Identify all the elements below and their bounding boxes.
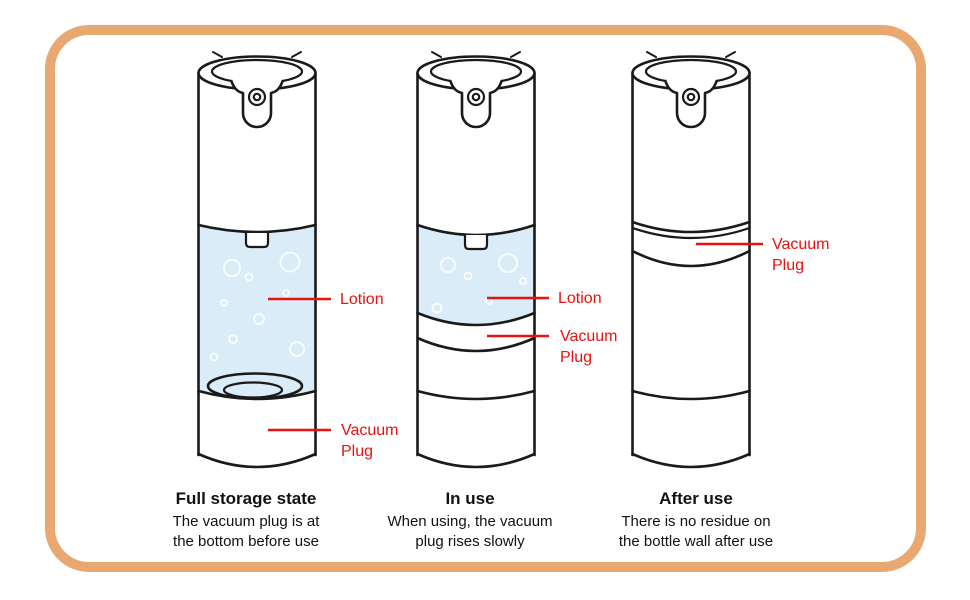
- bottle-full-storage-illustration: [197, 51, 331, 469]
- pump-orifice-inner: [471, 92, 481, 102]
- rim-notch-right: [725, 51, 736, 58]
- label-vacuum-plug-panel1: Vacuum Plug: [341, 422, 399, 460]
- rim-inner-ellipse: [210, 58, 304, 85]
- rim-notch-left: [431, 51, 442, 58]
- vacuum-plug-bottom-line: [416, 336, 536, 353]
- vacuum-plug-lip-line: [631, 226, 751, 240]
- bubble: [498, 253, 518, 273]
- caption-title: After use: [659, 489, 733, 508]
- bottle-after-use-illustration: [631, 51, 763, 469]
- bottle-in-use-illustration: [416, 51, 549, 469]
- vacuum-plug-top-line: [631, 220, 751, 234]
- label-vacuum-plug-panel2: Vacuum Plug: [560, 328, 618, 366]
- lotion-fill: [198, 225, 316, 399]
- rim-notch-right: [510, 51, 521, 58]
- rim-notch-left: [646, 51, 657, 58]
- dip-tube-nub: [244, 233, 270, 249]
- bubble: [223, 259, 241, 277]
- bubble: [253, 313, 265, 325]
- bubble: [282, 289, 290, 297]
- bubble: [209, 352, 219, 362]
- label-lotion-panel2: Lotion: [558, 290, 602, 307]
- rim-notch-left: [212, 51, 223, 58]
- bubble: [228, 334, 238, 344]
- pump-orifice-inner: [252, 92, 262, 102]
- caption-full-storage: Full storage state The vacuum plug is at…: [131, 489, 361, 552]
- rim-inner-ellipse: [644, 58, 738, 85]
- caption-line: the bottom before use: [173, 533, 319, 550]
- rounded-border-frame: [45, 25, 926, 572]
- vacuum-plug-inner-ellipse: [222, 381, 284, 399]
- bottle-bottom-line: [631, 452, 751, 469]
- bubble: [440, 257, 456, 273]
- bubble: [244, 272, 254, 282]
- caption-line: plug rises slowly: [415, 533, 525, 550]
- label-vacuum-plug-panel3: Vacuum Plug: [772, 236, 830, 274]
- rim-notch-right: [291, 51, 302, 58]
- bubble: [431, 302, 443, 314]
- label-lotion-panel1: Lotion: [340, 291, 384, 308]
- caption-line: When using, the vacuum: [387, 513, 553, 530]
- dip-tube-nub: [463, 235, 489, 251]
- bubble: [220, 299, 228, 307]
- vacuum-plug-bottom-line: [631, 249, 751, 268]
- caption-title: In use: [445, 489, 495, 508]
- bottle-bottom-line: [197, 452, 317, 469]
- pump-orifice-inner: [686, 92, 696, 102]
- caption-title: Full storage state: [175, 489, 317, 508]
- rim-inner-ellipse: [429, 58, 523, 85]
- body-seam-line: [416, 389, 536, 401]
- body-seam-line: [631, 389, 751, 401]
- lotion-bottom-line: [416, 311, 536, 327]
- caption-line: the bottle wall after use: [618, 533, 774, 550]
- bottle-bottom-line: [416, 452, 536, 469]
- caption-line: There is no residue on: [621, 513, 771, 530]
- bubble: [463, 271, 473, 281]
- lotion-top-line: [197, 223, 317, 234]
- caption-in-use: In use When using, the vacuum plug rises…: [355, 489, 585, 552]
- caption-after-use: After use There is no residue on the bot…: [581, 489, 811, 552]
- lotion-fill: [417, 225, 535, 325]
- caption-line: The vacuum plug is at: [172, 513, 320, 530]
- bubble: [289, 341, 305, 357]
- bubble: [519, 277, 527, 285]
- bubble: [279, 251, 301, 273]
- vacuum-plug-outer-ellipse: [206, 372, 304, 400]
